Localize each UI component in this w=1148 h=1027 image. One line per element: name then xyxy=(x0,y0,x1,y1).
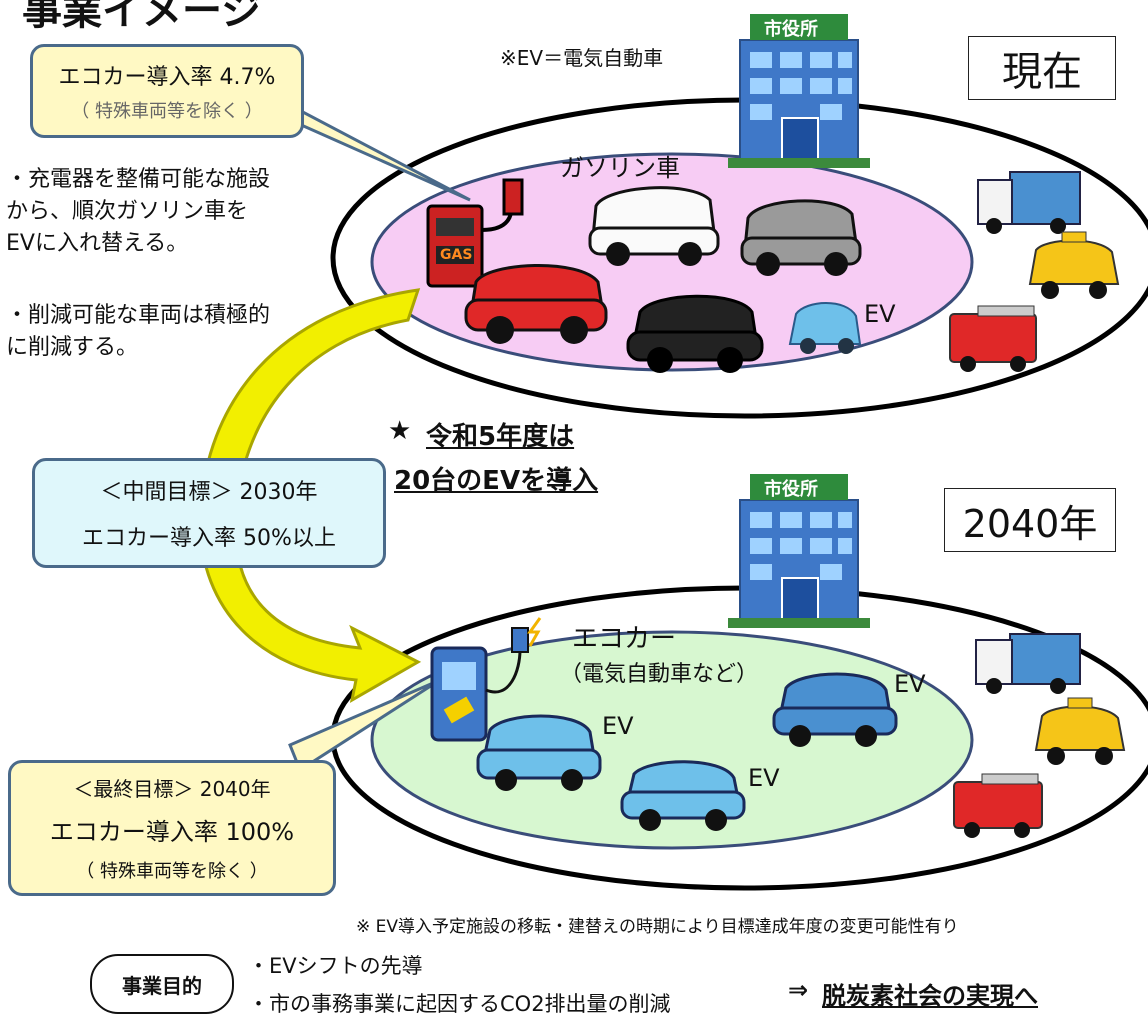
gas-pump-sign: GAS xyxy=(440,247,473,263)
purpose-item: ・EVシフトの先導 xyxy=(248,954,423,978)
callout-tail-final xyxy=(288,678,441,773)
future-ev-label: EV xyxy=(602,712,634,740)
footnote: ※ EV導入予定施設の移転・建替えの時期により目標達成年度の変更可能性有り xyxy=(356,917,959,937)
conclusion-arrow: ⇒ xyxy=(788,976,809,1004)
purpose-badge-label: 事業目的 xyxy=(122,973,202,998)
fy2023-star: ★ xyxy=(388,416,412,446)
page-title: 事業イメージ xyxy=(22,0,262,34)
mid-target-callout: ＜中間目標＞ 2030年 エコカー導入率 50%以上 xyxy=(32,458,386,568)
city-hall-sign: 市役所 xyxy=(764,19,818,40)
purpose-badge: 事業目的 xyxy=(90,954,234,1014)
final-target-note: （ 特殊車両等を除く ） xyxy=(76,861,268,882)
city-hall-icon xyxy=(728,14,870,168)
bullet-line: に削減する。 xyxy=(6,335,139,360)
bullet-line: ・充電器を整備可能な施設 xyxy=(6,167,271,192)
future-ev-label: EV xyxy=(894,670,926,698)
city-hall-sign: 市役所 xyxy=(764,479,818,500)
bullet-line: EVに入れ替える。 xyxy=(6,231,189,256)
current-eco-rate-callout: エコカー導入率 4.7% （ 特殊車両等を除く ） xyxy=(30,44,304,138)
current-ev-label: EV xyxy=(864,300,896,328)
strategy-bullets: ・充電器を整備可能な施設 から、順次ガソリン車を EVに入れ替える。 ・削減可能… xyxy=(6,164,270,364)
purpose-item: ・市の事務事業に起因するCO2排出量の削減 xyxy=(248,992,671,1016)
final-target-rate: エコカー導入率 100% xyxy=(49,818,295,846)
final-target-callout: ＜最終目標＞ 2040年 エコカー導入率 100% （ 特殊車両等を除く ） xyxy=(8,760,336,896)
fy2023-note-line2: 20台のEVを導入 xyxy=(394,466,599,496)
ecocar-label: エコカー xyxy=(572,624,677,654)
gas-pump: GAS xyxy=(424,170,544,290)
gas-pump-icon xyxy=(426,178,524,288)
mid-target-rate: エコカー導入率 50%以上 xyxy=(82,526,336,551)
fy2023-note-line1: 令和5年度は xyxy=(426,422,575,452)
future-label-box: 2040年 xyxy=(944,488,1116,552)
ev-definition-note: ※EV＝電気自動車 xyxy=(500,46,664,70)
final-target-year: ＜最終目標＞ 2040年 xyxy=(73,777,271,801)
current-eco-rate-note: （ 特殊車両等を除く ） xyxy=(71,101,263,122)
ecocar-subtitle: （電気自動車など） xyxy=(560,662,759,687)
bullet-line: ・削減可能な車両は積極的 xyxy=(6,303,271,328)
bullet-line: から、順次ガソリン車を xyxy=(6,199,249,224)
gasoline-car-label: ガソリン車 xyxy=(560,154,680,182)
city-hall-building-current: 市役所 xyxy=(728,12,870,168)
conclusion-text: 脱炭素社会の実現へ xyxy=(822,982,1038,1010)
city-hall-building-future: 市役所 xyxy=(728,472,870,628)
current-eco-rate: エコカー導入率 4.7% xyxy=(58,65,276,90)
mid-target-year: ＜中間目標＞ 2030年 xyxy=(100,480,318,505)
progress-arrow xyxy=(198,288,422,703)
current-label-box: 現在 xyxy=(968,36,1116,100)
future-ev-label: EV xyxy=(748,764,780,792)
city-hall-icon xyxy=(728,474,870,628)
